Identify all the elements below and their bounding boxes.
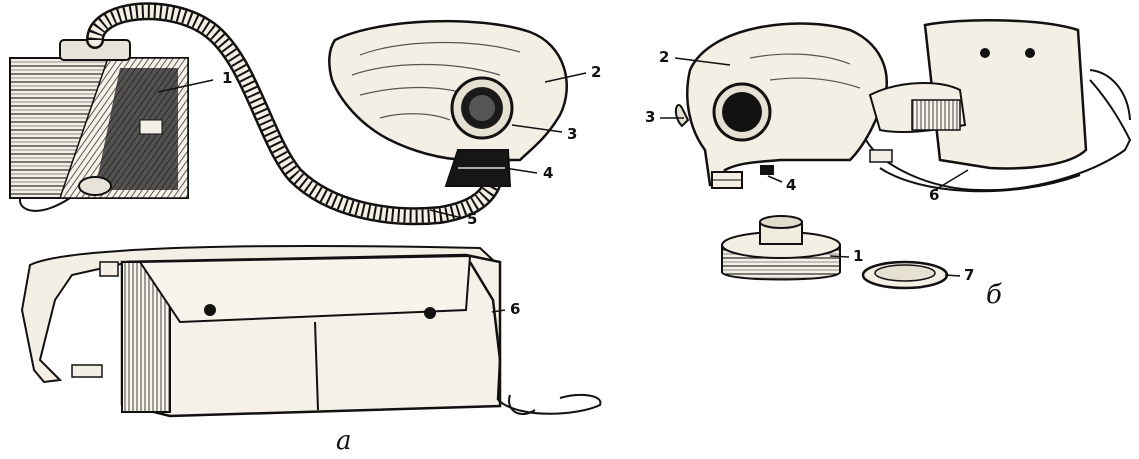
panel-letter-a: а [336,428,352,454]
cap-b [863,262,947,288]
bag-b [866,20,1130,191]
label-a-valve-box: 4 [543,166,553,181]
label-a-mask: 2 [591,65,601,80]
panel-letter-b: б [986,282,1002,308]
label-b-canister: 1 [853,249,863,264]
label-b-eyepiece: 3 [645,110,655,125]
label-a-eyepiece: 3 [567,127,577,142]
label-b-valve-box: 4 [786,178,796,193]
canister-b [722,216,840,280]
label-a-bag: 6 [510,302,520,317]
label-a-canister: 1 [222,71,232,86]
canister-a [10,40,188,211]
label-b-cap: 7 [964,268,974,283]
label-b-mask: 2 [659,50,669,65]
bag-a [22,246,600,416]
mask-b [676,23,887,188]
label-b-bag: 6 [929,188,939,203]
label-a-hose: 5 [467,212,477,227]
mask-a [329,21,566,186]
